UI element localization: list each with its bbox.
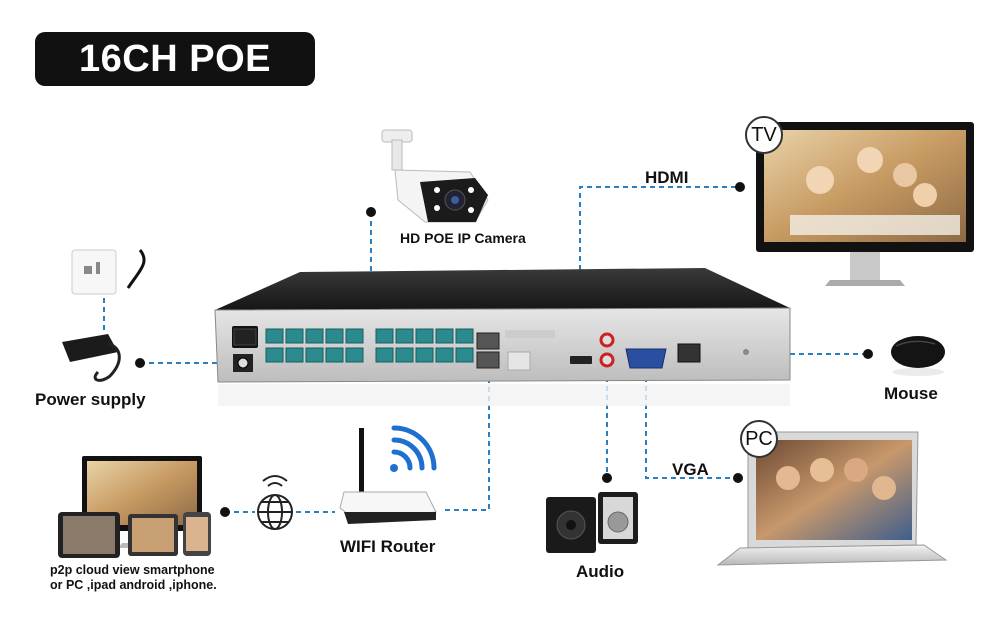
camera-label: HD POE IP Camera <box>400 230 526 246</box>
connection-dots <box>135 182 873 517</box>
audio-speakers <box>546 492 638 553</box>
client-devices <box>58 456 211 558</box>
nvr-unit <box>214 268 791 406</box>
power-supply-label: Power supply <box>35 390 146 409</box>
router-label: WIFI Router <box>340 537 436 556</box>
laptop-pc <box>716 431 948 566</box>
p2p-label-line1: p2p cloud view smartphone <box>50 563 215 577</box>
mouse <box>891 336 945 376</box>
globe-icon <box>257 475 293 530</box>
wifi-icon <box>390 425 437 472</box>
p2p-label-line2: or PC ,ipad android ,iphone. <box>50 578 217 592</box>
ip-camera <box>381 129 489 223</box>
tv-monitor <box>756 122 974 286</box>
pc-tag: PC <box>740 420 778 458</box>
hdmi-label: HDMI <box>645 168 689 187</box>
audio-label: Audio <box>576 562 625 581</box>
wifi-router <box>339 425 437 524</box>
tv-tag: TV <box>745 116 783 154</box>
power-supply <box>62 249 146 382</box>
mouse-label: Mouse <box>884 384 938 403</box>
title-badge: 16CH POE NVR <box>35 32 315 134</box>
vga-label: VGA <box>672 460 709 479</box>
